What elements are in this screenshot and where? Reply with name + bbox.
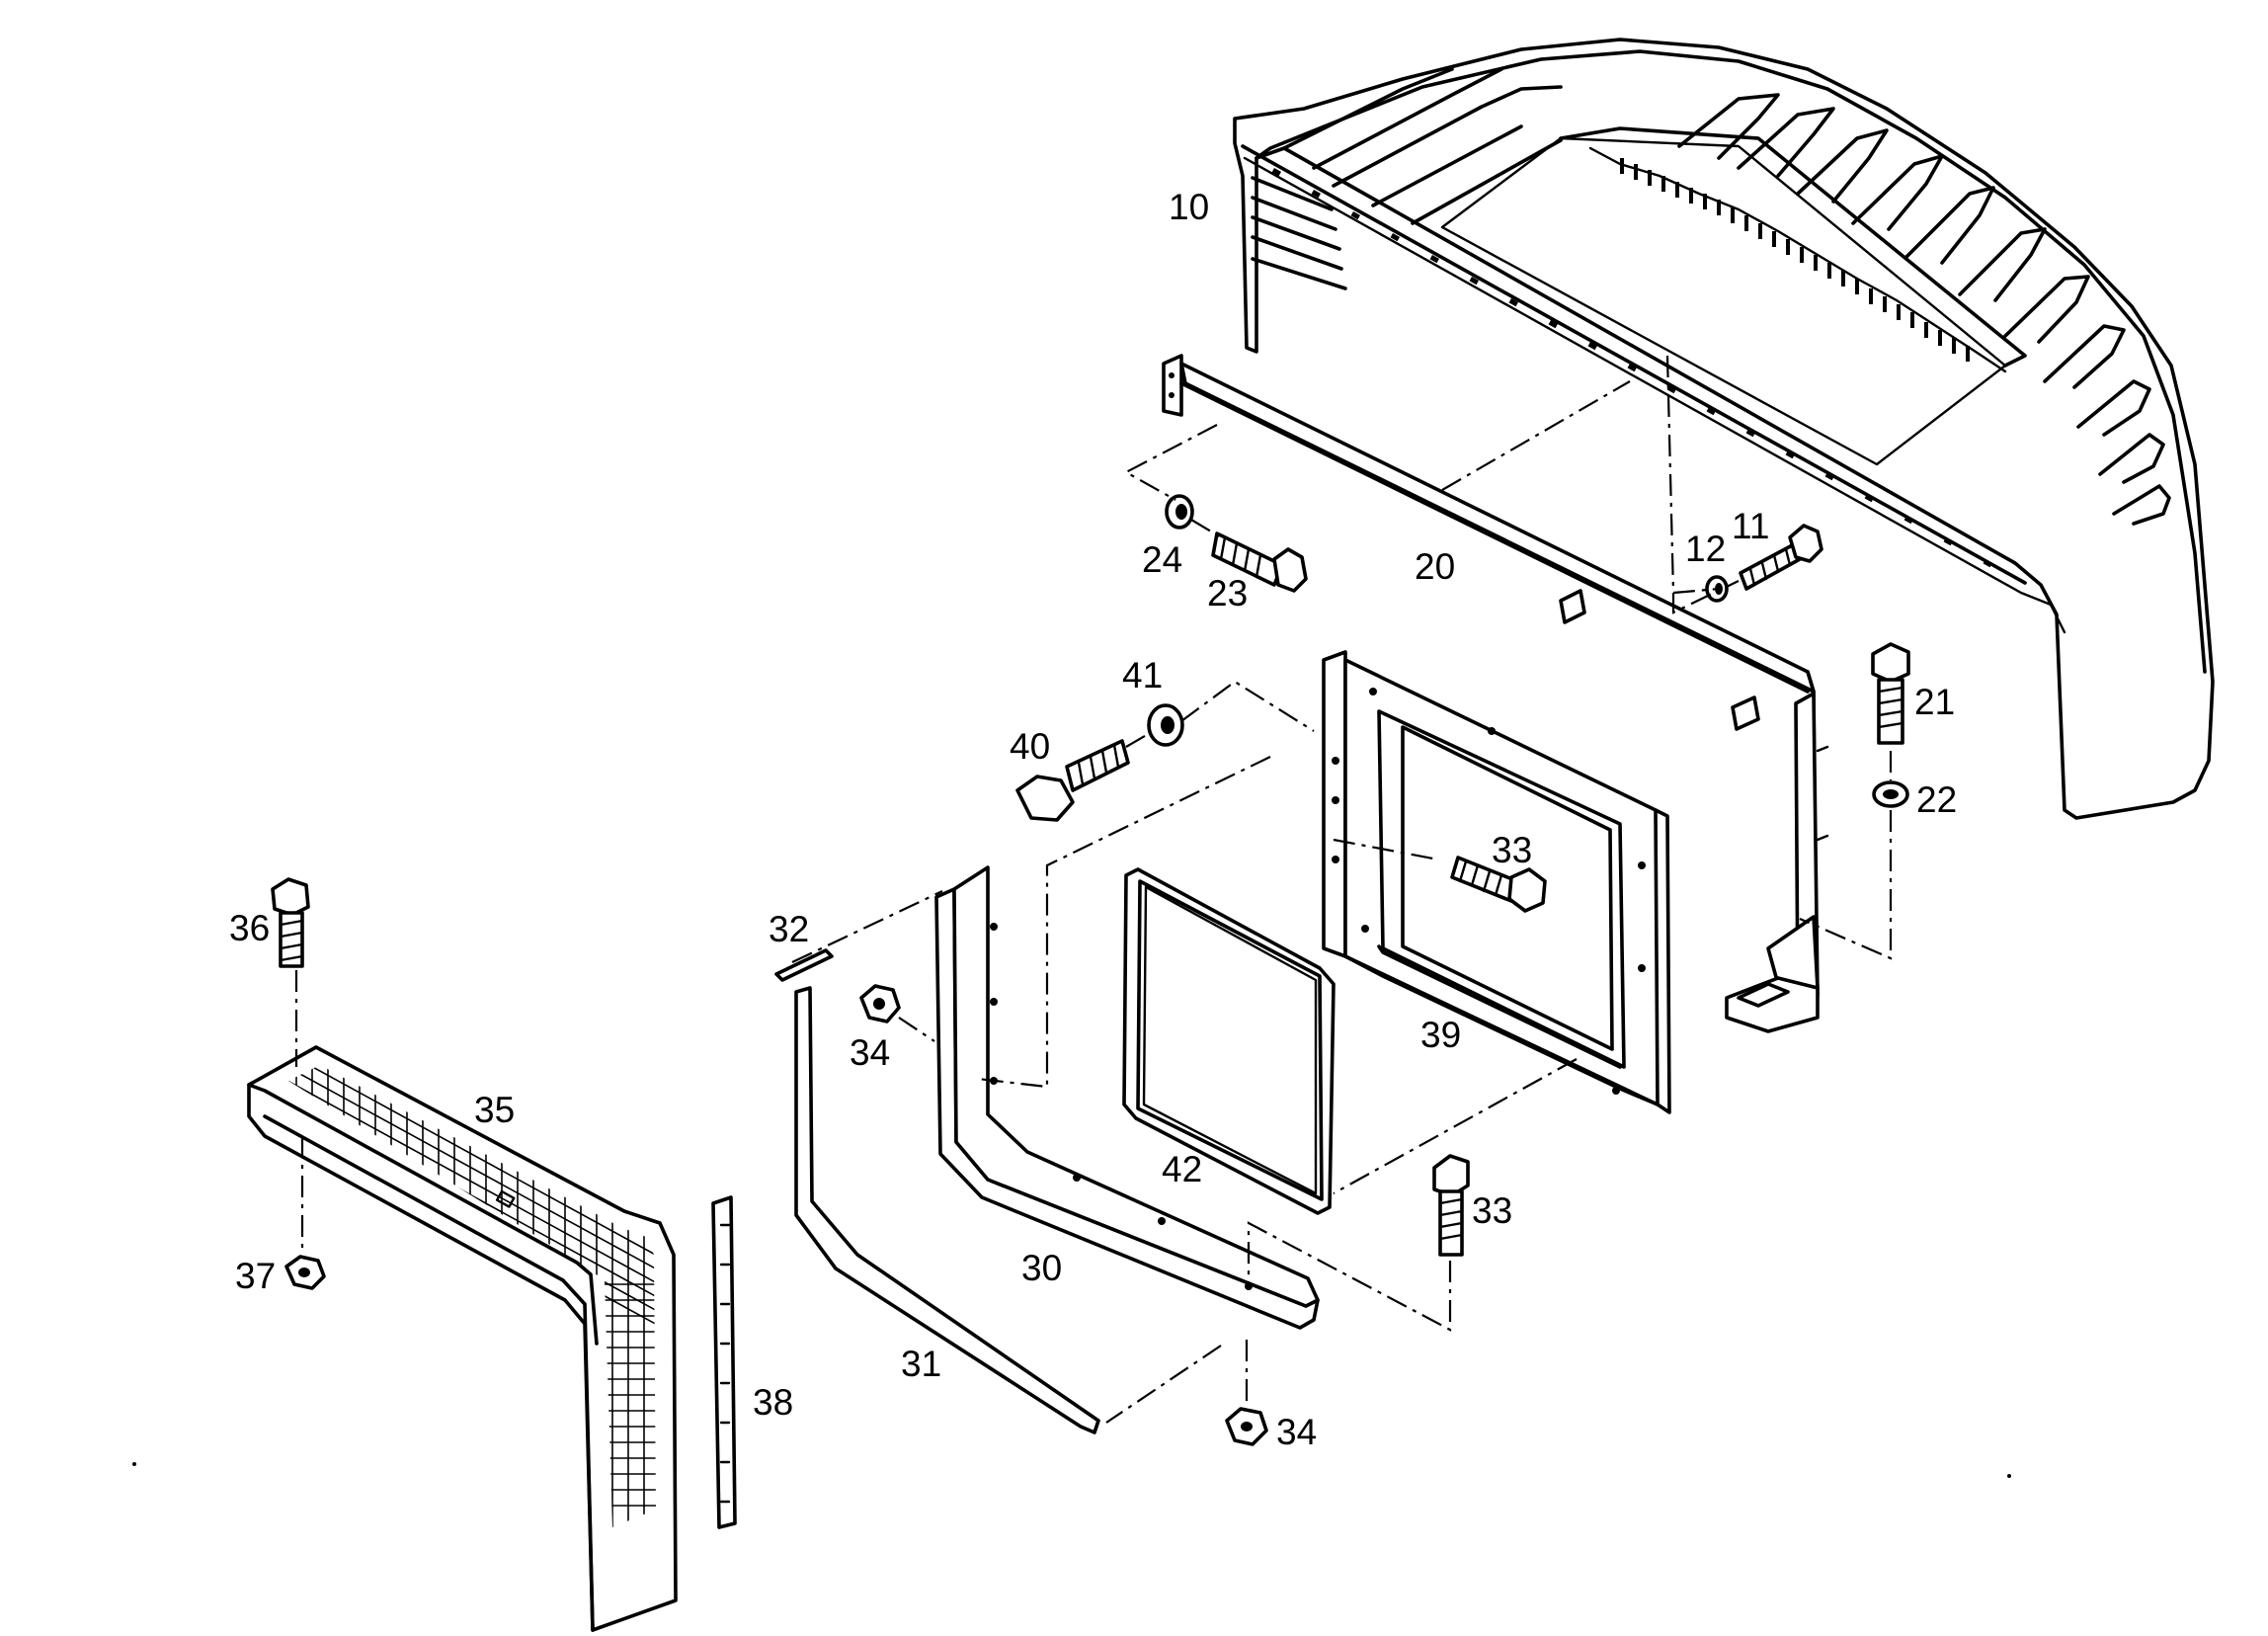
part-33-bolt-upper bbox=[1450, 856, 1547, 913]
part-30-bracket bbox=[934, 865, 1320, 1330]
callout-10: 10 bbox=[1169, 187, 1209, 227]
part-23-bolt bbox=[1211, 532, 1308, 593]
callout-34-lower: 34 bbox=[1276, 1412, 1317, 1452]
part-35-grille-panel bbox=[247, 1045, 678, 1632]
part-22-washer bbox=[1872, 780, 1909, 808]
callout-39: 39 bbox=[1420, 1015, 1461, 1055]
part-42-gasket bbox=[1122, 867, 1336, 1215]
part-37-nut bbox=[284, 1255, 326, 1290]
callout-21: 21 bbox=[1914, 682, 1955, 722]
callout-11: 11 bbox=[1732, 506, 1769, 546]
callout-31: 31 bbox=[901, 1344, 941, 1384]
part-36-bolt bbox=[271, 877, 310, 968]
callout-33-lower: 33 bbox=[1472, 1190, 1512, 1231]
callout-12: 12 bbox=[1685, 529, 1726, 569]
part-24-washer bbox=[1165, 494, 1194, 530]
callout-labels: 10 11 12 20 21 22 23 24 30 31 32 33 33 3… bbox=[229, 187, 1957, 1452]
part-34-nut-upper bbox=[859, 984, 901, 1023]
callout-36: 36 bbox=[229, 908, 270, 948]
callout-40: 40 bbox=[1010, 726, 1050, 767]
callout-34-upper: 34 bbox=[850, 1032, 890, 1073]
callout-23: 23 bbox=[1207, 573, 1248, 614]
callout-38: 38 bbox=[753, 1382, 793, 1423]
callout-30: 30 bbox=[1021, 1248, 1062, 1288]
leader-lines bbox=[294, 355, 1893, 1424]
part-10-hood bbox=[1233, 38, 2215, 820]
part-41-washer bbox=[1147, 703, 1184, 747]
callout-33-upper: 33 bbox=[1492, 830, 1532, 870]
callout-20: 20 bbox=[1415, 546, 1455, 587]
part-32-pin bbox=[774, 948, 834, 982]
callout-22: 22 bbox=[1916, 779, 1957, 820]
part-21-bolt bbox=[1871, 642, 1910, 745]
callout-42: 42 bbox=[1162, 1149, 1202, 1189]
part-20-support-rail bbox=[1162, 354, 1829, 1033]
callout-32: 32 bbox=[769, 909, 809, 949]
part-31-strap bbox=[794, 986, 1100, 1434]
part-34-nut-lower bbox=[1225, 1407, 1268, 1446]
part-38-seal-strip bbox=[711, 1195, 737, 1529]
part-40-bolt bbox=[1015, 739, 1130, 822]
callout-37: 37 bbox=[235, 1256, 276, 1296]
part-33-bolt-lower bbox=[1432, 1154, 1470, 1257]
callout-24: 24 bbox=[1142, 539, 1182, 580]
callout-35: 35 bbox=[474, 1090, 515, 1130]
callout-41: 41 bbox=[1122, 655, 1163, 695]
part-11-bolt bbox=[1739, 524, 1823, 591]
